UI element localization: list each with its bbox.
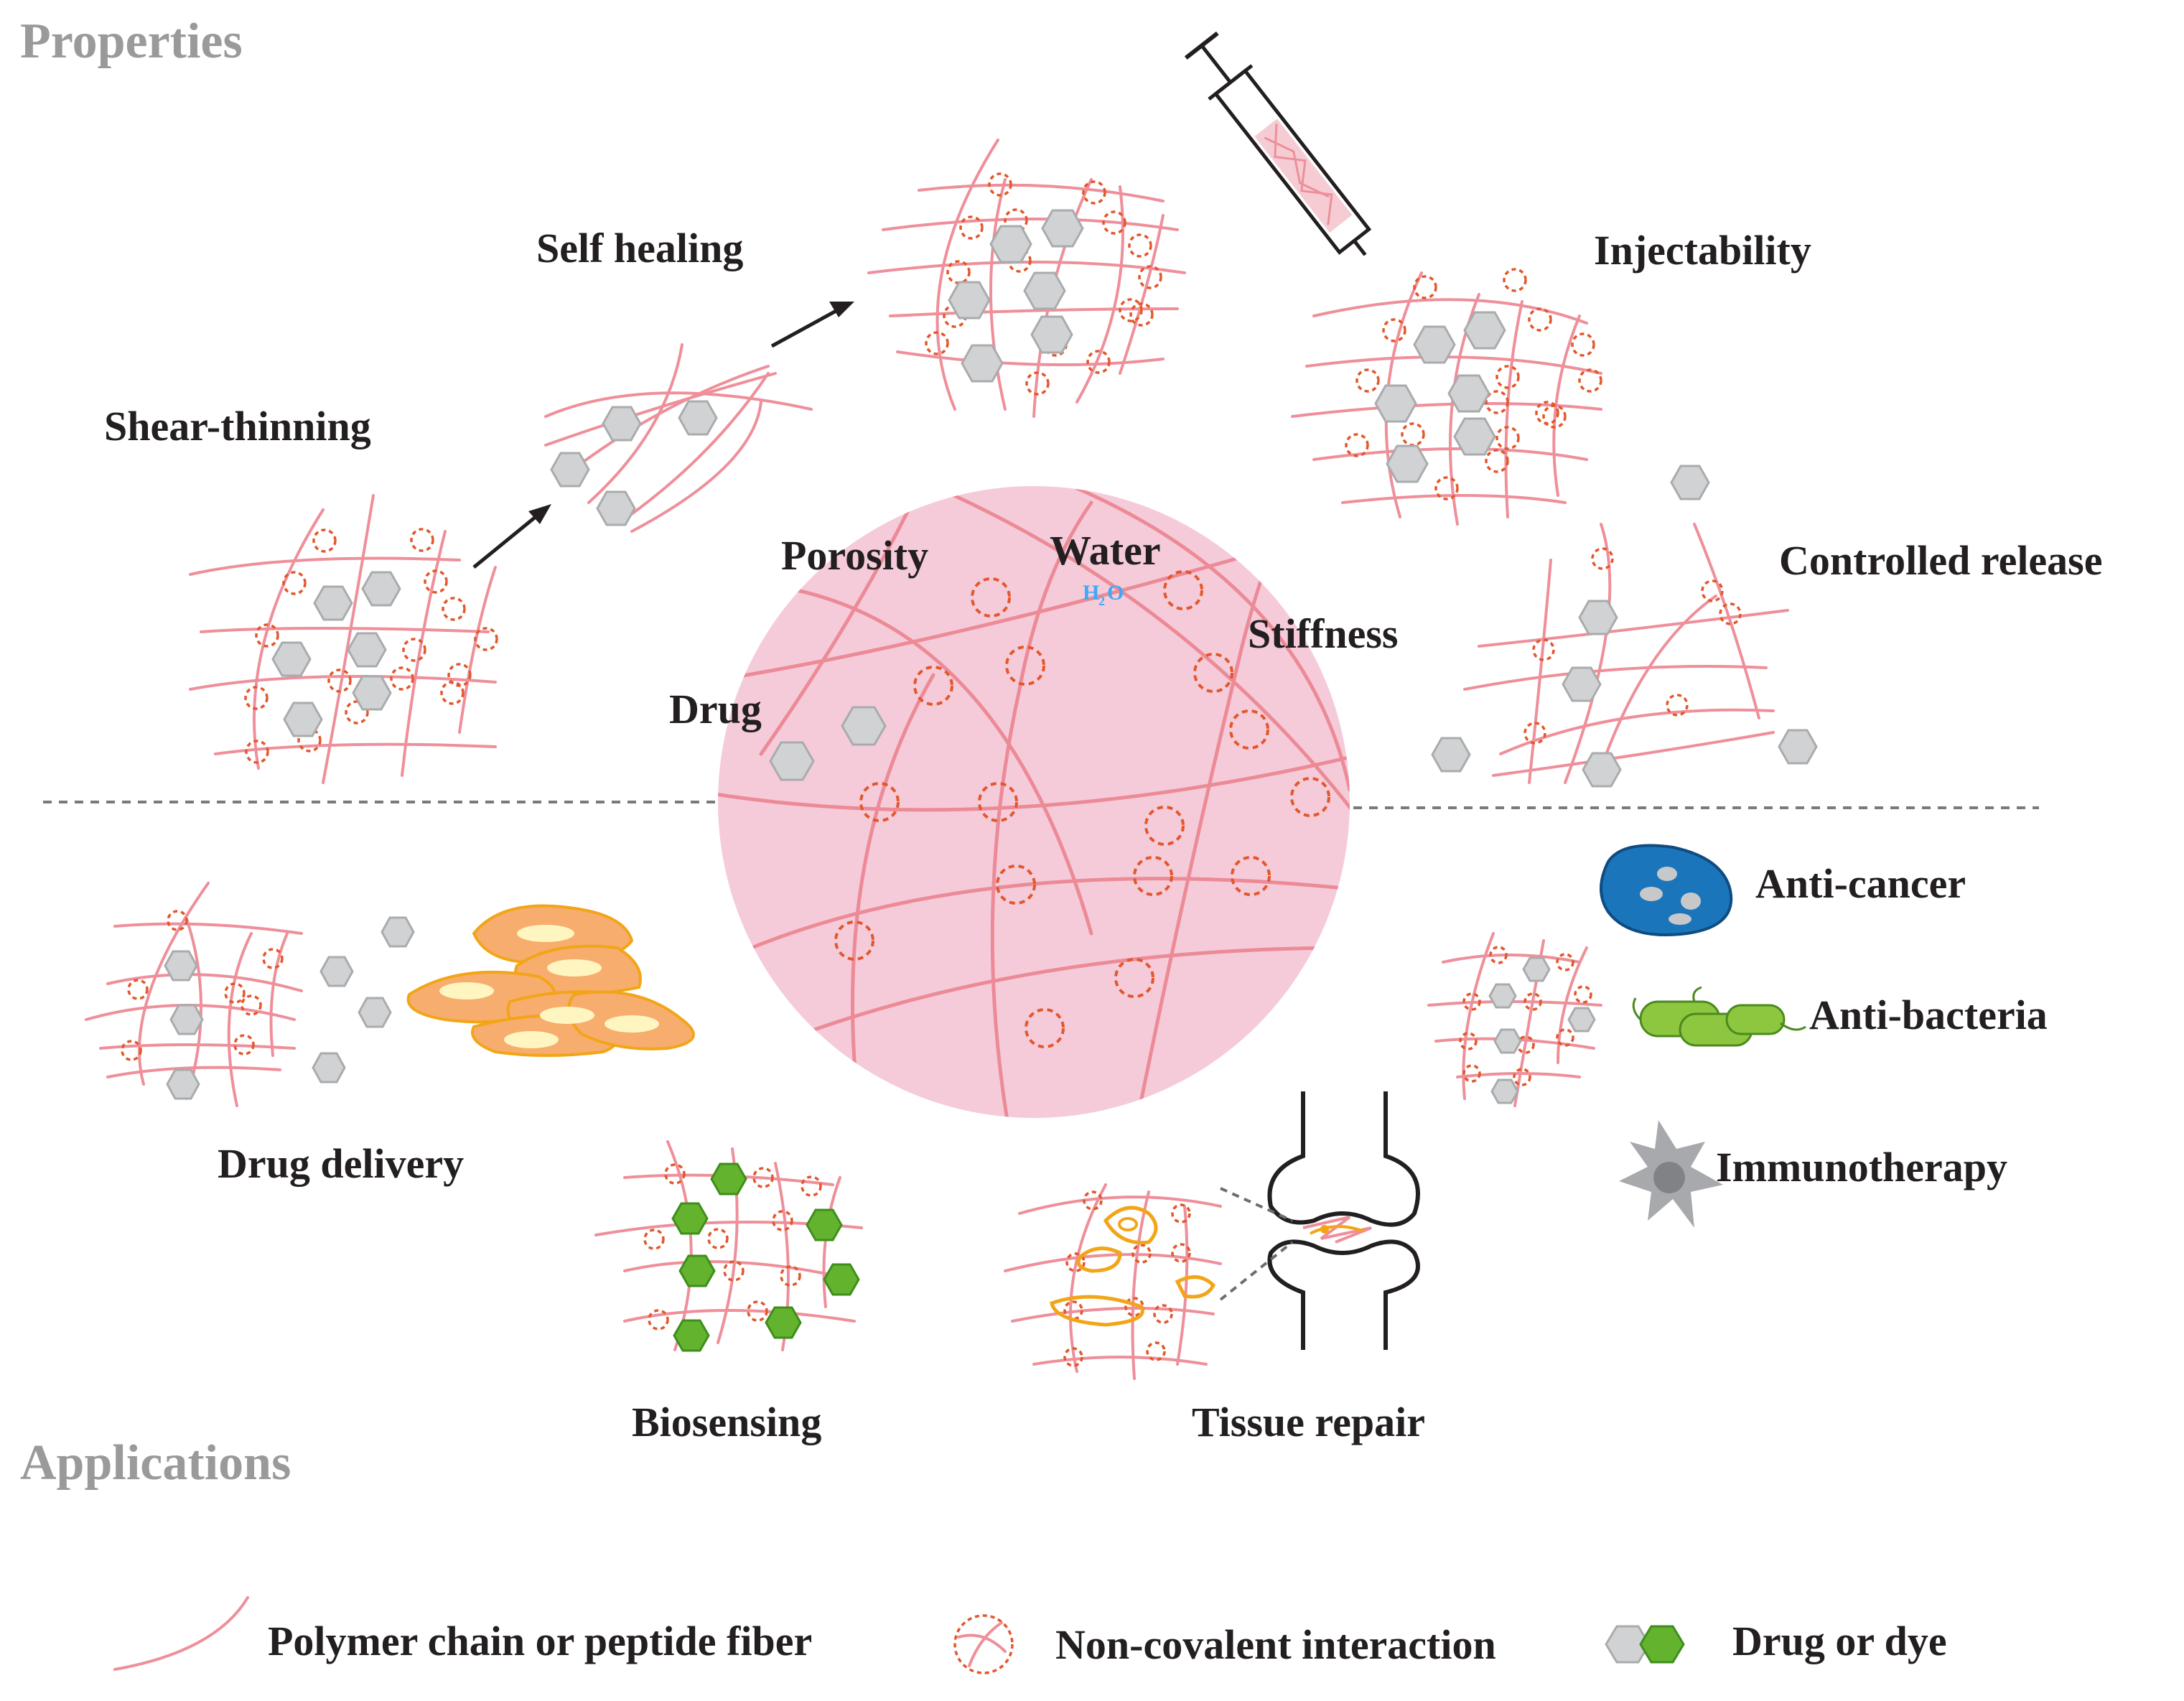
h2o-subscript: 2 (1098, 594, 1105, 608)
center-drug-molecules (769, 706, 887, 781)
drug-delivery-network (85, 882, 303, 1107)
sphere-crosslinks (834, 570, 1330, 1048)
orange-cells (406, 904, 695, 1057)
controlled-release-network (1431, 465, 1818, 788)
label-immunotherapy: Immunotherapy (1716, 1144, 2007, 1190)
legend: Polymer chain or peptide fiber Non-coval… (113, 1596, 1947, 1674)
legend-noncovalent-icon (953, 1614, 1014, 1674)
biosensing-network (594, 1140, 863, 1352)
legend-drug-icon (1605, 1625, 1685, 1664)
arrow-to-stretched (472, 504, 551, 569)
shear-thinning-network (189, 494, 498, 784)
injectability-network (1291, 268, 1602, 526)
joint-icon (1219, 1091, 1420, 1350)
anti-cancer-cell-icon (1600, 844, 1733, 936)
arrow-to-self-healing (770, 302, 854, 348)
section-properties-label: Properties (20, 14, 243, 69)
label-anti-bacteria: Anti-bacteria (1809, 992, 2048, 1038)
immune-network (1427, 932, 1602, 1107)
h2o-formula: H 2 O (1083, 581, 1124, 608)
label-porosity: Porosity (781, 532, 928, 579)
label-tissue-repair: Tissue repair (1192, 1399, 1425, 1445)
self-healing-network (867, 139, 1186, 418)
label-injectability: Injectability (1594, 227, 1811, 274)
label-anti-cancer: Anti-cancer (1755, 860, 1966, 907)
label-self-healing: Self healing (536, 225, 743, 271)
legend-polymer-label: Polymer chain or peptide fiber (268, 1618, 812, 1664)
sphere-fibers (718, 486, 1350, 1118)
label-drug: Drug (669, 686, 762, 732)
label-biosensing: Biosensing (632, 1399, 821, 1445)
legend-noncovalent-label: Non-covalent interaction (1055, 1621, 1496, 1668)
legend-polymer-icon (113, 1596, 249, 1671)
stretched-network (544, 343, 813, 533)
h2o-h: H (1083, 581, 1099, 605)
hydrogel-sphere (718, 486, 1350, 1118)
h2o-o: O (1107, 581, 1124, 605)
immune-cell-icon (1619, 1120, 1723, 1228)
label-water: Water (1050, 527, 1161, 574)
released-drugs (312, 916, 415, 1083)
anti-bacteria-icon (1632, 986, 1806, 1047)
syringe-icon (1184, 31, 1372, 256)
legend-drug-label: Drug or dye (1732, 1618, 1947, 1664)
tissue-repair-network (1004, 1183, 1222, 1380)
label-shear-thinning: Shear-thinning (104, 403, 371, 449)
section-applications-label: Applications (20, 1435, 291, 1491)
label-drug-delivery: Drug delivery (218, 1140, 464, 1187)
label-stiffness: Stiffness (1248, 610, 1398, 657)
label-controlled-release: Controlled release (1779, 537, 2103, 584)
sphere-body (718, 486, 1350, 1118)
